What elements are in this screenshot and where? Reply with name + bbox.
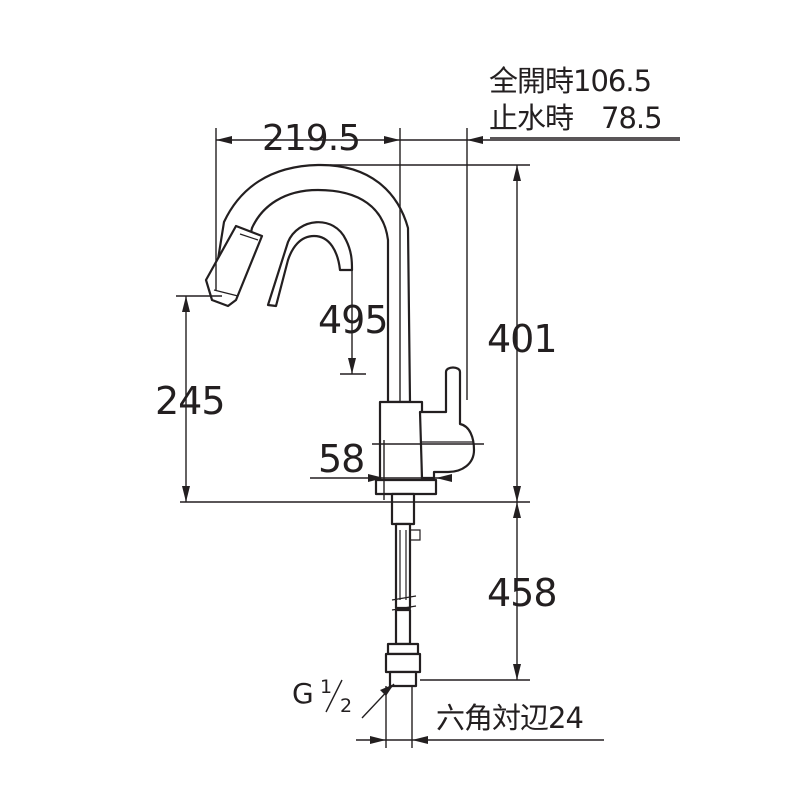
dimension-lines xyxy=(176,128,680,748)
dim-label-458: 458 xyxy=(487,571,557,615)
arrow xyxy=(216,136,232,144)
arrow xyxy=(384,136,400,144)
arrow xyxy=(513,486,521,502)
arrow xyxy=(348,358,356,374)
thread-numerator: 1 xyxy=(320,676,332,698)
thread-fraction-bar xyxy=(325,679,343,713)
hex-nut xyxy=(384,652,422,674)
shank xyxy=(390,492,416,526)
arrow xyxy=(412,736,428,744)
arrow xyxy=(467,136,483,144)
arrow xyxy=(368,474,384,482)
stop-water-label: 止水時 78.5 xyxy=(489,101,662,135)
faucet-outline xyxy=(204,163,476,688)
hex-label: 六角対辺24 xyxy=(436,701,583,735)
arrow xyxy=(513,664,521,680)
arrow xyxy=(436,474,452,482)
spout-inner-arc xyxy=(266,221,354,308)
thread-label-g: G xyxy=(292,677,314,710)
dim-label-495: 495 xyxy=(318,298,388,342)
supply-hose xyxy=(394,522,412,610)
faucet-body xyxy=(378,400,424,484)
arrow xyxy=(513,502,521,518)
hose-break xyxy=(391,595,417,601)
dim-label-401: 401 xyxy=(487,317,557,361)
head-seam xyxy=(213,289,239,297)
head-seam-2 xyxy=(239,233,259,241)
dimension-labels: 全開時106.5 止水時 78.5 219.5 495 401 245 58 4… xyxy=(155,64,663,735)
arrow xyxy=(513,165,521,181)
faucet-base xyxy=(374,478,438,496)
dim-label-spout-reach: 219.5 xyxy=(262,118,360,159)
connector-thread xyxy=(388,670,418,688)
arrow xyxy=(370,736,386,744)
spout-tube xyxy=(210,163,412,404)
dim-label-245: 245 xyxy=(155,379,225,423)
hose-clip xyxy=(410,529,421,541)
dim-label-58: 58 xyxy=(318,437,364,481)
lever-handle xyxy=(418,366,476,480)
open-full-label: 全開時106.5 xyxy=(489,64,651,98)
thread-denominator: 2 xyxy=(340,695,352,717)
lower-hose xyxy=(394,608,412,646)
arrow xyxy=(380,684,394,696)
spout-head xyxy=(204,224,264,308)
connector-nut-top xyxy=(386,642,420,656)
arrow xyxy=(182,296,190,312)
arrow xyxy=(182,486,190,502)
